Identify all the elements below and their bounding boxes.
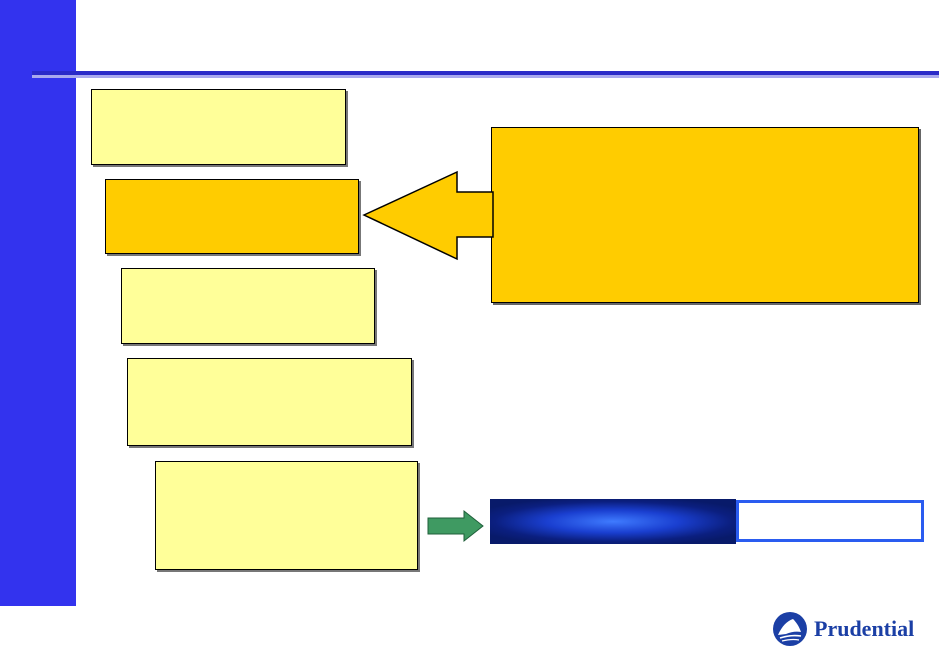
step-box-2-highlighted [105, 179, 359, 254]
callout-arrow [362, 170, 494, 261]
result-bar-left [490, 499, 736, 544]
result-bar-right [736, 500, 924, 542]
step-box-4 [127, 358, 412, 446]
logo-wordmark: Prudential [814, 616, 915, 641]
step-box-5 [155, 461, 418, 570]
header-rule [32, 71, 939, 75]
header-rule-shadow [32, 75, 939, 78]
step-box-1 [91, 89, 346, 165]
callout-box [491, 127, 919, 303]
right-arrow-icon [427, 509, 484, 543]
rock-of-gibraltar-icon [773, 612, 807, 646]
prudential-logo: Prudential [772, 610, 914, 648]
left-sidebar-band [0, 0, 76, 606]
step-box-3 [121, 268, 375, 344]
